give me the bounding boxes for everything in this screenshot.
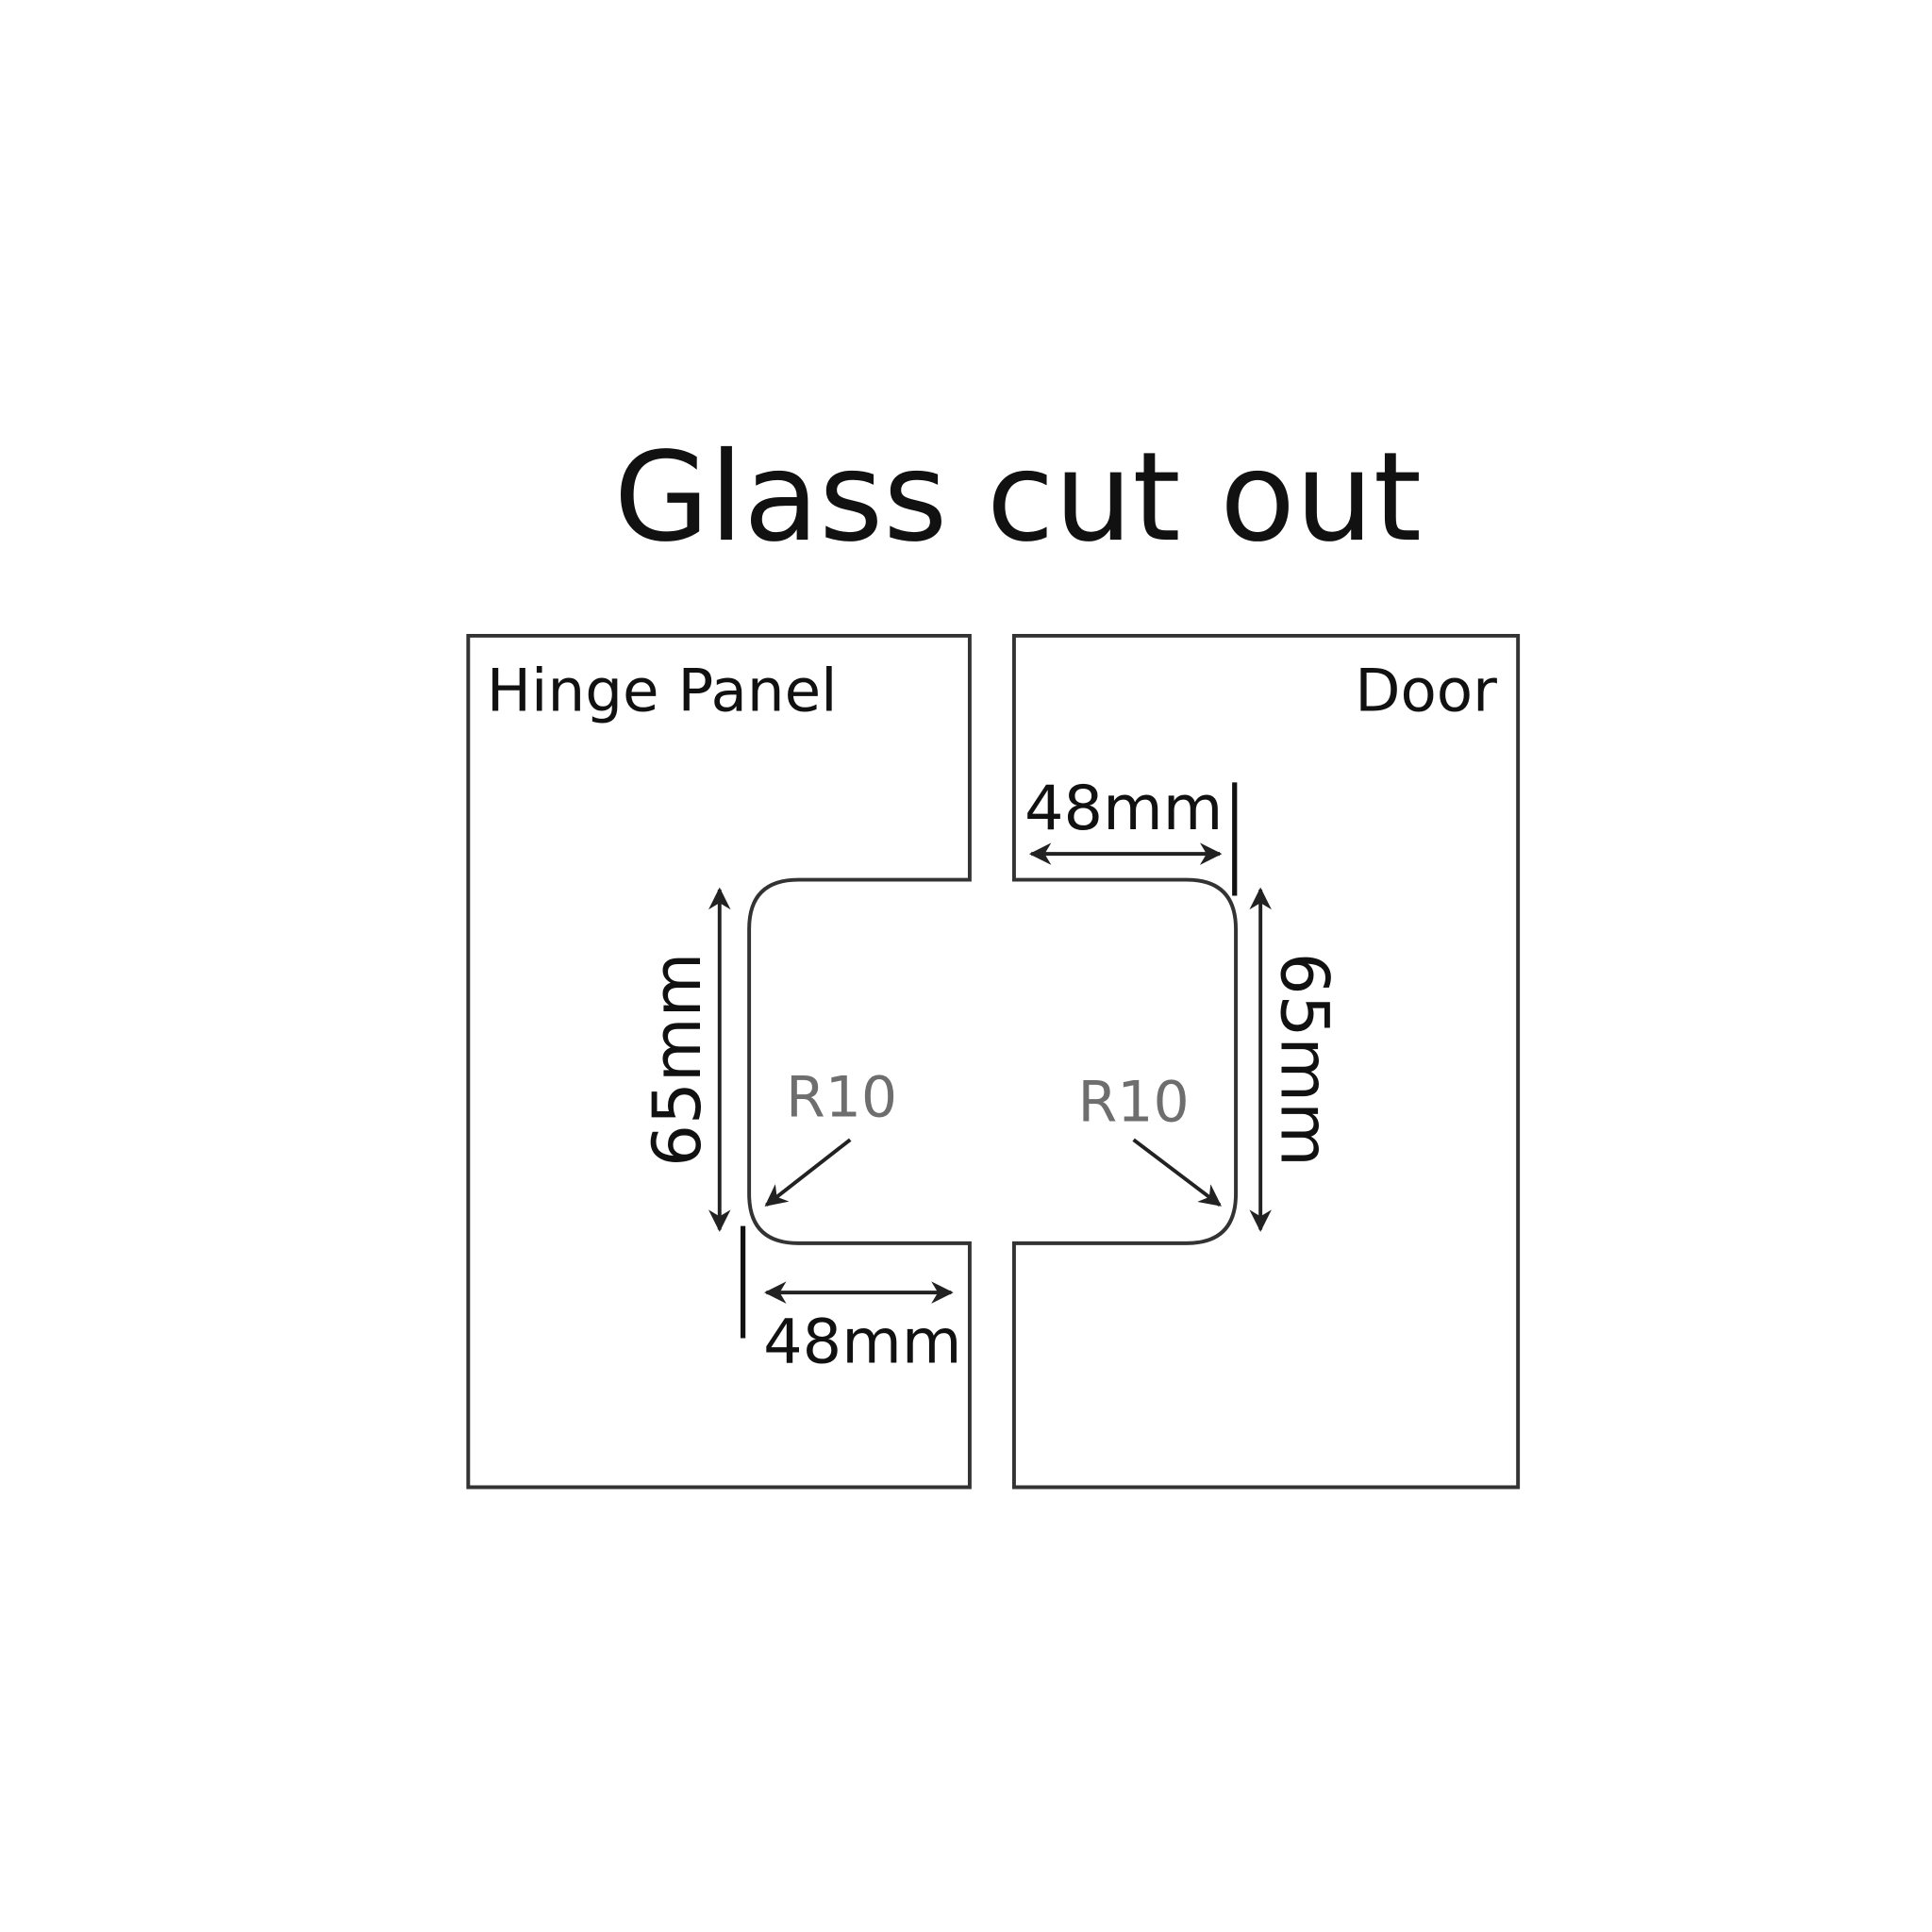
hinge-radius-arrow xyxy=(764,1138,852,1207)
door-width-label: 48mm xyxy=(1024,773,1223,844)
door-height-label: 65mm xyxy=(1265,953,1342,1167)
door-label: Door xyxy=(1355,657,1497,725)
door-outline xyxy=(1011,634,1521,1490)
hinge-height-label: 65mm xyxy=(639,953,716,1167)
hinge-radius-label: R10 xyxy=(786,1064,897,1130)
diagram-title: Glass cut out xyxy=(614,425,1422,569)
hinge-panel-outline xyxy=(466,634,972,1490)
hinge-panel-label: Hinge Panel xyxy=(487,657,838,725)
hinge-width-label: 48mm xyxy=(763,1307,961,1378)
door-radius-label: R10 xyxy=(1078,1070,1190,1136)
door-radius-arrow xyxy=(1132,1138,1222,1207)
